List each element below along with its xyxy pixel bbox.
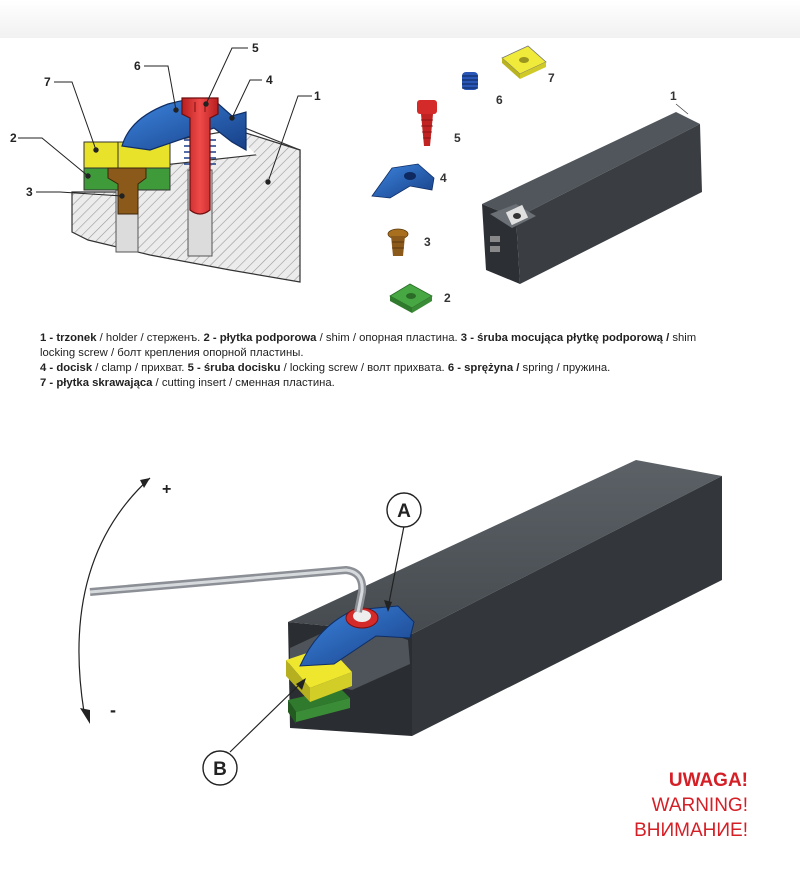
marker-a: [386, 492, 422, 528]
rotation-plus: +: [162, 481, 171, 498]
warning-block: UWAGA! WARNING! ВНИМАНИЕ!: [634, 768, 748, 843]
legend-rest-insert: / cutting insert / сменная пластина.: [152, 377, 335, 389]
warning-ru: ВНИМАНИЕ!: [634, 820, 748, 841]
exploded-callout-shim-screw: 3: [424, 235, 431, 249]
section-callout-clamp: 4: [266, 73, 273, 87]
legend-rest-shim: / shim / опорная пластина.: [316, 332, 461, 344]
marker-b-label: B: [213, 759, 227, 780]
rotation-minus: -: [110, 700, 116, 720]
legend-num-4: 4 -: [40, 362, 57, 374]
exploded-parts-view: 7 6 5 4 3: [371, 45, 702, 313]
exploded-callout-insert: 7: [548, 71, 555, 85]
legend-num-1: 1 -: [40, 332, 57, 344]
parts-legend: 1 - trzonek / holder / стерженъ. 2 - pły…: [40, 331, 785, 391]
warning-en: WARNING!: [651, 795, 748, 816]
legend-num-7: 7 -: [40, 377, 57, 389]
exploded-callout-holder: 1: [670, 89, 677, 103]
marker-b: [202, 750, 238, 786]
legend-line-3: 4 - docisk / clamp / прихват. 5 - śruba …: [40, 361, 785, 376]
legend-pl-spring: sprężyna /: [464, 362, 520, 374]
legend-num-2: 2 -: [203, 332, 220, 344]
exploded-callout-clamp-screw: 5: [454, 131, 461, 145]
legend-line-4: 7 - płytka skrawająca / cutting insert /…: [40, 376, 785, 391]
legend-rest-shim-screw: shim: [669, 332, 697, 344]
holder-front-face: [412, 476, 722, 736]
top-band: [0, 0, 800, 38]
warning-pl: UWAGA!: [668, 770, 748, 791]
section-callout-clamp-screw: 5: [252, 41, 259, 55]
legend-rest-spring: spring / пружина.: [519, 362, 611, 374]
section-clamp-screw: [181, 97, 219, 215]
legend-line-2: locking screw / болт крепления опорной п…: [40, 347, 304, 359]
legend-line-1: 1 - trzonek / holder / стерженъ. 2 - pły…: [40, 331, 785, 346]
exploded-clamp: [371, 163, 435, 199]
section-callout-shim: 2: [10, 131, 17, 145]
legend-pl-insert: płytka skrawająca: [56, 377, 153, 389]
rotation-arc: [78, 477, 151, 713]
section-callout-shim-screw: 3: [26, 185, 33, 199]
exploded-callout-shim: 2: [444, 291, 451, 305]
assembly-shim: [288, 688, 350, 712]
assembly-view: + - A B: [78, 460, 722, 786]
section-callout-holder: 1: [314, 89, 321, 103]
legend-num-3: 3 -: [460, 332, 478, 344]
legend-rest-holder: / holder / стерженъ.: [96, 332, 204, 344]
legend-pl-shim: płytka podporowa: [219, 332, 317, 344]
section-callout-insert: 7: [44, 75, 51, 89]
legend-pl-holder: trzonek: [56, 332, 97, 344]
assembly-clamp: [299, 605, 415, 667]
legend-rest-clamp: / clamp / прихват.: [92, 362, 188, 374]
marker-a-label: A: [397, 501, 411, 522]
legend-num-5: 5 -: [187, 362, 204, 374]
allen-key: [89, 566, 367, 613]
exploded-callout-clamp: 4: [440, 171, 447, 185]
legend-num-6: 6 -: [447, 362, 465, 374]
legend-pl-shim-screw: śruba mocująca płytkę podporową /: [477, 332, 670, 344]
section-shim-screw: [107, 167, 147, 215]
exploded-shim-screw: [387, 228, 409, 256]
exploded-callout-spring: 6: [496, 93, 503, 107]
legend-pl-clamp: docisk: [56, 362, 93, 374]
holder-top-face: [288, 460, 722, 634]
exploded-holder: [482, 112, 702, 284]
legend-pl-clamp-screw: śruba docisku: [203, 362, 281, 374]
exploded-shim: [389, 283, 433, 313]
cross-section-view: 7 2 3 6 5 4 1: [10, 41, 321, 283]
exploded-spring: [462, 72, 478, 90]
legend-rest-clamp-screw: / locking screw / волт прихвата.: [280, 362, 448, 374]
exploded-insert: [501, 45, 547, 79]
section-callout-spring: 6: [134, 59, 141, 73]
exploded-clamp-screw: [417, 100, 437, 146]
